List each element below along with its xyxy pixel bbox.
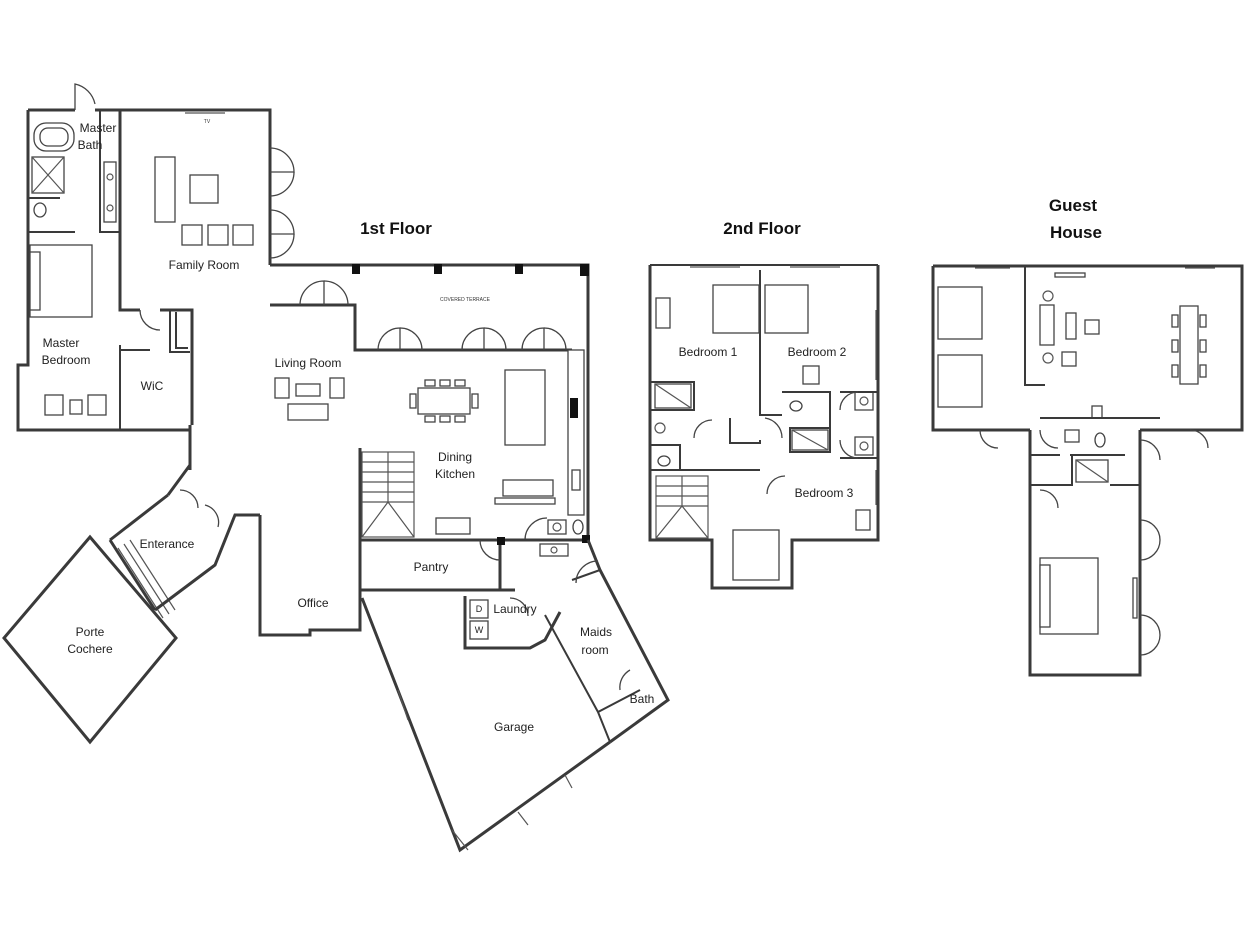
first-floor-heading: 1st Floor [360,219,432,238]
porte-cochere-label-line1: Porte [76,625,105,639]
bedroom-2-label: Bedroom 2 [788,345,847,359]
porte-cochere-label-line2: Cochere [67,642,113,656]
washer-label: W [475,625,484,635]
master-bedroom-label-line1: Master [43,336,80,350]
second-floor-heading: 2nd Floor [723,219,801,238]
headings: 1st Floor 2nd Floor Guest House [360,196,1102,242]
family-room-label: Family Room [169,258,240,272]
pantry-label: Pantry [414,560,449,574]
maids-room-label-line1: Maids [580,625,612,639]
enterance-label: Enterance [140,537,195,551]
living-room-label: Living Room [275,356,342,370]
first-floor-plan: TV COVERED TERRACE [2,83,670,853]
master-bath-label-line1: Master [80,121,117,135]
bedroom-3-label: Bedroom 3 [795,486,854,500]
master-bath-label-line2: Bath [78,138,103,152]
office-label: Office [297,596,328,610]
garage-label: Garage [494,720,534,734]
guest-house-heading-line1: Guest [1049,196,1098,215]
maids-room-label-line2: room [581,643,608,657]
guest-house-plan [931,264,1244,677]
bedroom-1-label: Bedroom 1 [679,345,738,359]
wic-label: WiC [141,379,164,393]
svg-text:TV: TV [204,119,211,125]
dining-label: Dining [438,450,472,464]
laundry-label: Laundry [493,602,536,616]
second-floor-plan [648,264,880,590]
bath-label: Bath [630,692,655,706]
second-floor-labels: Bedroom 1 Bedroom 2 Bedroom 3 [679,345,854,500]
master-bedroom-label-line2: Bedroom [42,353,91,367]
kitchen-label: Kitchen [435,467,475,481]
covered-terrace-label: COVERED TERRACE [440,297,491,303]
dryer-label: D [476,604,483,614]
first-floor-labels: Master Bath Family Room Master Bedroom W… [42,121,655,734]
guest-house-heading-line2: House [1050,223,1102,242]
